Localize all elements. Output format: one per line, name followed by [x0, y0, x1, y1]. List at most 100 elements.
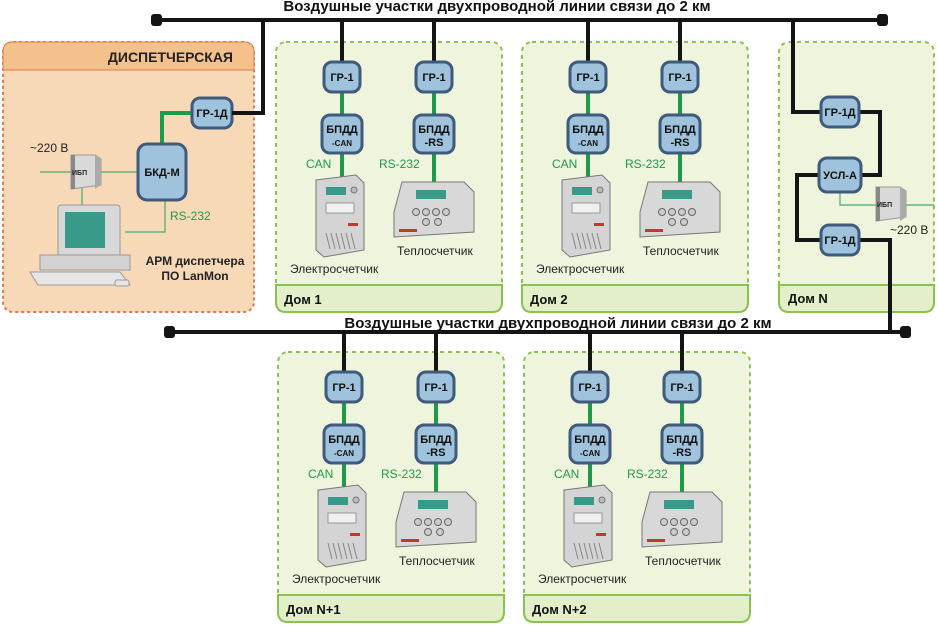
bus-link [795, 173, 822, 242]
bus-top-label: Воздушные участки двухпроводной линии св… [283, 0, 710, 15]
house-n: Дом N ГР-1Д УСЛ-А ГР-1Д ИБП ~220 В [778, 20, 935, 332]
gr1-module-label: ГР-1 [668, 72, 691, 84]
ups-label: ИБП [877, 202, 892, 209]
electricity-meter-icon [563, 484, 613, 568]
gr1-module [414, 60, 454, 94]
bus-terminator [900, 326, 911, 338]
bpdd-rs-module [658, 113, 702, 155]
gr1-module-label: ГР-1 [578, 382, 601, 394]
usl-a-label: УСЛ-А [823, 170, 857, 182]
house-n-footer [778, 284, 935, 313]
gr1-module [568, 60, 608, 94]
bus-terminator [164, 326, 175, 338]
bus-drop [791, 20, 822, 114]
dispatch-title: ДИСПЕТЧЕРСКАЯ [108, 49, 233, 65]
gr1-module-label: ГР-1 [576, 72, 599, 84]
house-name: Дом 1 [284, 292, 322, 307]
gr1-module [570, 370, 610, 404]
house-footer [275, 284, 503, 313]
heat-meter-label: Теплосчетчик [643, 244, 719, 258]
bpdd-rs-module [412, 113, 456, 155]
computer-icon [29, 204, 132, 287]
electricity-meter-label: Электросчетчик [538, 572, 627, 586]
arm-label-1: АРМ диспетчера [146, 254, 245, 268]
bpdd-can-module-sublabel: -CAN [334, 449, 354, 458]
can-label: CAN [552, 157, 577, 171]
gr1-module [662, 370, 702, 404]
can-label: CAN [308, 467, 333, 481]
house-footer [521, 284, 749, 313]
bottom-bus: Воздушные участки двухпроводной линии св… [164, 315, 911, 338]
gr1-module [322, 60, 362, 94]
dispatch-room: ДИСПЕТЧЕРСКАЯ ИБП ~220 В БКД-М ГР-1Д [2, 41, 255, 313]
bus-bottom-label: Воздушные участки двухпроводной линии св… [344, 315, 771, 332]
heat-meter-icon [393, 181, 475, 238]
bus-drop [232, 20, 265, 115]
bpdd-rs-module-label: БПДД [664, 124, 696, 136]
bpdd-can-module [568, 423, 612, 465]
top-bus: Воздушные участки двухпроводной линии св… [151, 0, 888, 115]
gr1-module-label: ГР-1 [670, 382, 693, 394]
arm-label-2: ПО LanMon [161, 269, 228, 283]
electricity-meter-icon [561, 174, 611, 258]
heat-meter-icon [639, 181, 721, 238]
gr1-module-label: ГР-1 [330, 72, 353, 84]
bpdd-rs-module-sublabel: -RS [673, 447, 692, 459]
bus-drop [858, 238, 892, 332]
bpdd-can-module [322, 423, 366, 465]
heat-meter-label: Теплосчетчик [399, 554, 475, 568]
house-footer [523, 594, 751, 623]
bpdd-can-module [320, 113, 364, 155]
heat-meter-label: Теплосчетчик [645, 554, 721, 568]
bpdd-rs-module-sublabel: -RS [427, 447, 446, 459]
voltage-label: ~220 В [890, 223, 928, 237]
gr1-module [324, 370, 364, 404]
electricity-meter-label: Электросчетчик [290, 262, 379, 276]
bpdd-rs-module-label: БПДД [418, 124, 450, 136]
bpdd-can-module-sublabel: -CAN [578, 139, 598, 148]
heat-meter-icon [641, 491, 723, 548]
rs232-cable [125, 190, 166, 233]
bpdd-rs-module [414, 423, 458, 465]
bpdd-can-module-label: БПДД [572, 124, 604, 136]
bpdd-rs-module-sublabel: -RS [671, 137, 690, 149]
heat-meter-label: Теплосчетчик [397, 244, 473, 258]
electricity-meter-label: Электросчетчик [536, 262, 625, 276]
gr1d-top-module [819, 95, 861, 129]
ups-label: ИБП [72, 170, 87, 177]
house-name: Дом N+2 [532, 602, 587, 617]
electricity-meter-label: Электросчетчик [292, 572, 381, 586]
bus-link [858, 110, 882, 177]
dispatch-header [2, 41, 255, 71]
bpdd-rs-module-label: БПДД [420, 434, 452, 446]
house-n-label: Дом N [788, 291, 828, 306]
voltage-label: ~220 В [30, 141, 68, 155]
rs232-label: RS-232 [627, 467, 668, 481]
gr1d-bottom-label: ГР-1Д [824, 235, 855, 247]
house-footer [277, 594, 505, 623]
bpdd-can-module-label: БПДД [326, 124, 358, 136]
bkd-m-label: БКД-М [144, 167, 179, 179]
gr1-module [416, 370, 456, 404]
usl-a-module [817, 156, 863, 194]
rs232-label: RS-232 [381, 467, 422, 481]
can-label: CAN [554, 467, 579, 481]
bus-terminator [151, 14, 162, 26]
rs232-label: RS-232 [170, 209, 211, 223]
bpdd-rs-module-sublabel: -RS [425, 137, 444, 149]
bpdd-rs-module-label: БПДД [666, 434, 698, 446]
bpdd-can-module-label: БПДД [328, 434, 360, 446]
bpdd-can-module [566, 113, 610, 155]
bpdd-can-module-label: БПДД [574, 434, 606, 446]
can-label: CAN [306, 157, 331, 171]
gr1-module-label: ГР-1 [332, 382, 355, 394]
gr1-module [660, 60, 700, 94]
heat-meter-icon [395, 491, 477, 548]
gr1d-top-label: ГР-1Д [824, 107, 855, 119]
bpdd-can-module-sublabel: -CAN [332, 139, 352, 148]
house-name: Дом 2 [530, 292, 568, 307]
